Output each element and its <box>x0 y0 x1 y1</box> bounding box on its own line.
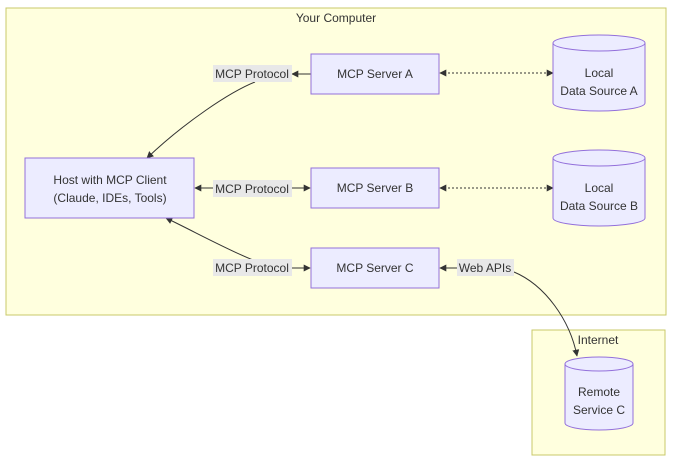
node-server-c[interactable]: MCP Server C <box>310 247 440 289</box>
node-server-b[interactable]: MCP Server B <box>310 167 440 209</box>
svg-text:MCP Protocol: MCP Protocol <box>215 67 289 81</box>
host-line-1: Host with MCP Client <box>53 173 167 187</box>
remote-line-1: Remote <box>578 385 620 399</box>
edge-host-server-c <box>165 217 311 272</box>
server-b-label: MCP Server B <box>337 181 413 195</box>
edge-label-protocol-c: MCP Protocol <box>213 259 292 276</box>
data-a-line-1: Local <box>585 66 614 80</box>
node-remote-service-c[interactable]: Remote Service C <box>564 356 634 431</box>
edge-label-web-apis: Web APIs <box>457 259 514 276</box>
node-server-a[interactable]: MCP Server A <box>310 53 440 95</box>
edge-label-protocol-b: MCP Protocol <box>213 180 292 197</box>
svg-text:MCP Protocol: MCP Protocol <box>215 261 289 275</box>
svg-text:MCP Protocol: MCP Protocol <box>215 182 289 196</box>
svg-text:Web APIs: Web APIs <box>459 261 511 275</box>
node-data-source-b[interactable]: Local Data Source B <box>552 149 646 227</box>
node-data-source-a[interactable]: Local Data Source A <box>552 34 646 112</box>
edge-label-protocol-a: MCP Protocol <box>213 65 292 82</box>
data-b-line-2: Data Source B <box>560 199 638 213</box>
server-c-label: MCP Server C <box>336 261 413 275</box>
host-line-2: (Claude, IDEs, Tools) <box>53 191 166 205</box>
node-host[interactable]: Host with MCP Client (Claude, IDEs, Tool… <box>24 157 195 219</box>
cluster-internet: Internet <box>531 329 666 456</box>
edge-server-c-remote <box>439 264 580 357</box>
server-a-label: MCP Server A <box>337 67 413 81</box>
data-b-line-1: Local <box>585 181 614 195</box>
edge-host-server-a <box>146 70 311 159</box>
remote-line-2: Service C <box>573 403 625 417</box>
cluster-title-your-computer: Your Computer <box>296 11 376 25</box>
cluster-title-internet: Internet <box>578 333 619 347</box>
data-a-line-2: Data Source A <box>560 84 637 98</box>
